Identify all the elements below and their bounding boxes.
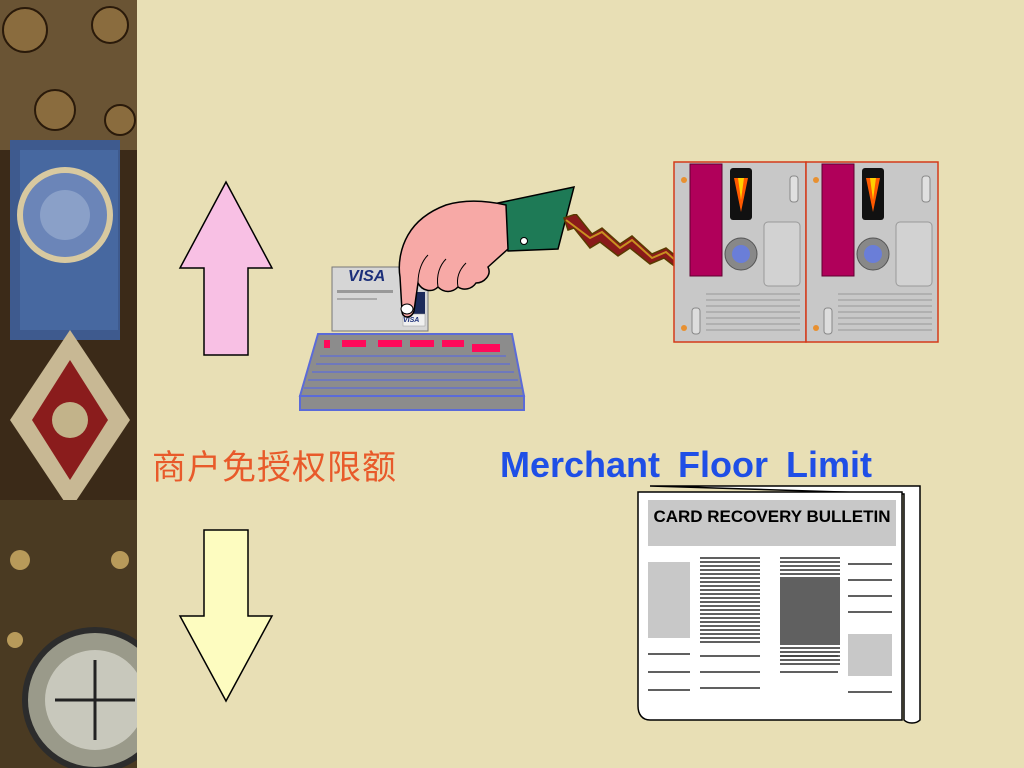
- server-rack-icon: [673, 161, 939, 343]
- decorative-side-image: [0, 0, 137, 768]
- visa-logo-text: VISA: [348, 268, 386, 285]
- pointing-hand-icon: [398, 186, 576, 318]
- bulletin-title: CARD RECOVERY BULLETIN: [653, 507, 891, 526]
- newspaper-icon: [637, 485, 921, 724]
- up-arrow-icon: [178, 180, 274, 356]
- card-terminal-icon: [298, 333, 526, 411]
- down-arrow-icon: [178, 529, 274, 703]
- chinese-floor-limit-label: 商户免授权限额: [152, 448, 397, 488]
- merchant-floor-limit-label: Merchant Floor Limit: [500, 444, 873, 485]
- visa-small-logo-text: VISA: [403, 317, 420, 324]
- lightning-link-icon: [563, 214, 690, 273]
